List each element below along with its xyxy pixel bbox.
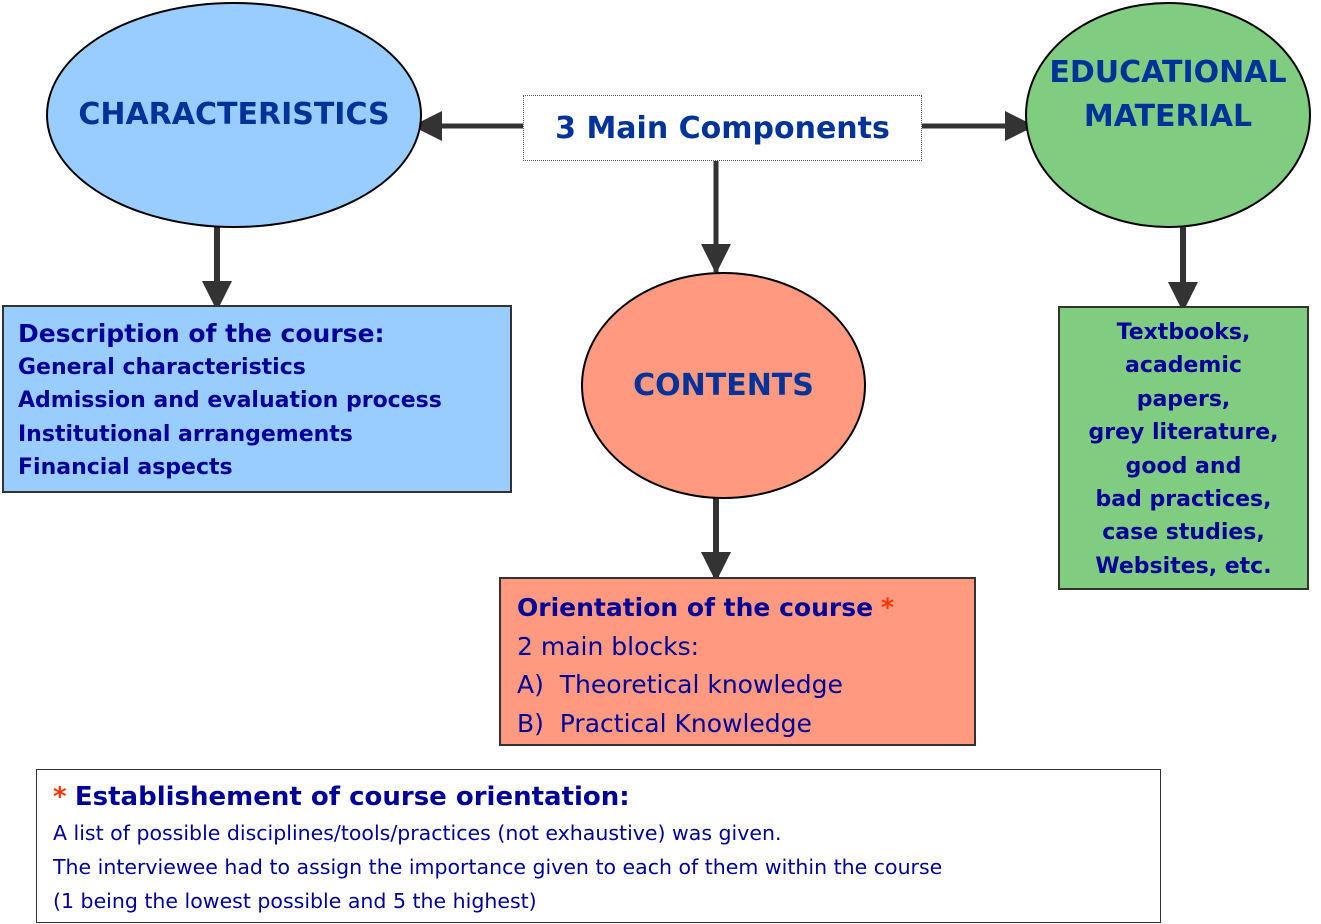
materials-box: Textbooks, academic papers, grey literat… — [1058, 306, 1309, 590]
characteristics-title: CHARACTERISTICS — [78, 96, 390, 132]
contents-node: CONTENTS — [581, 272, 866, 499]
orientation-line: 2 main blocks: — [517, 631, 700, 661]
footnote-heading-row: * Establishement of course orientation: — [53, 778, 1160, 816]
description-item: Institutional arrangements — [18, 421, 353, 447]
footnote-line: (1 being the lowest possible and 5 the h… — [53, 889, 537, 913]
orientation-heading: Orientation of the course — [517, 593, 874, 622]
footnote-heading: Establishement of course orientation: — [74, 782, 630, 812]
center-title-box: 3 Main Components — [523, 95, 922, 161]
asterisk-marker: * — [53, 782, 67, 812]
materials-item: papers, — [1136, 386, 1231, 412]
materials-item: Websites, etc. — [1095, 553, 1272, 579]
characteristics-node: CHARACTERISTICS — [46, 2, 422, 228]
materials-item: academic — [1125, 353, 1242, 379]
description-item: General characteristics — [18, 354, 306, 380]
orientation-box: Orientation of the course * 2 main block… — [499, 577, 976, 746]
asterisk-marker: * — [881, 593, 895, 622]
description-item: Financial aspects — [18, 455, 233, 480]
educational-title-line: EDUCATIONAL — [1049, 55, 1287, 90]
description-box: Description of the course: General chara… — [2, 305, 512, 493]
materials-item: good and — [1125, 453, 1242, 479]
footnote-line: The interviewee had to assign the import… — [53, 855, 943, 879]
center-title: 3 Main Components — [555, 110, 890, 146]
materials-item: Textbooks, — [1116, 320, 1251, 345]
materials-item: grey literature, — [1088, 420, 1279, 446]
materials-item: bad practices, — [1095, 487, 1272, 513]
educational-node: EDUCATIONAL MATERIAL — [1025, 2, 1311, 228]
orientation-line: B) Practical Knowledge — [517, 708, 812, 738]
contents-title: CONTENTS — [633, 368, 814, 403]
footnote-line: A list of possible disciplines/tools/pra… — [53, 821, 782, 845]
orientation-heading-row: Orientation of the course * — [517, 589, 974, 628]
description-heading: Description of the course: — [18, 319, 385, 348]
description-item: Admission and evaluation process — [18, 388, 442, 413]
educational-title-line: MATERIAL — [1083, 99, 1253, 134]
footnote-box: * Establishement of course orientation: … — [36, 769, 1161, 923]
materials-item: case studies, — [1102, 520, 1265, 546]
orientation-line: A) Theoretical knowledge — [517, 670, 843, 699]
